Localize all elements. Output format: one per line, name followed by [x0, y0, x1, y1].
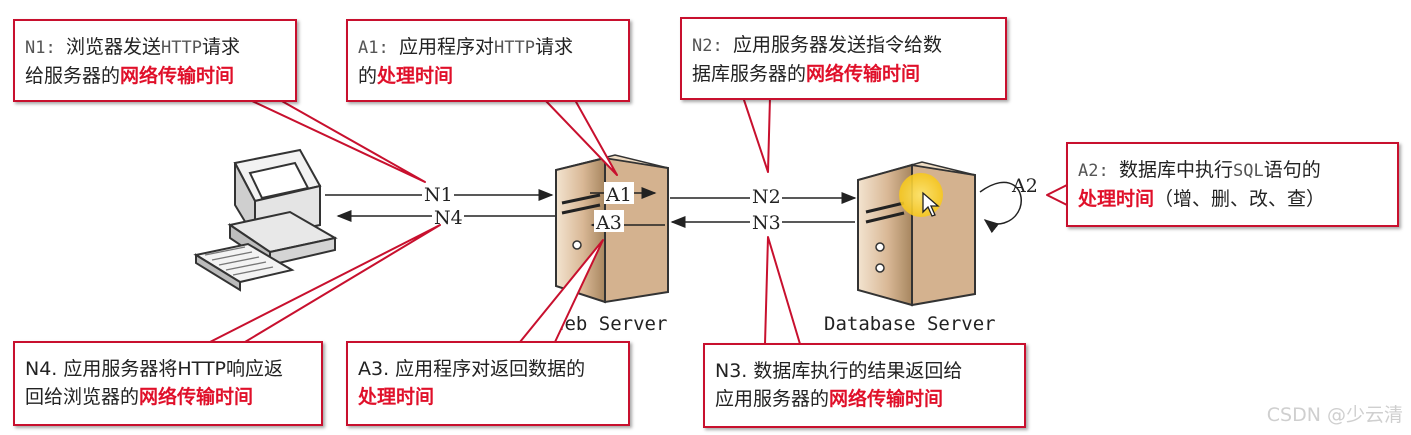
- callout-n3-highlight: 网络传输时间: [829, 388, 944, 410]
- label-n1: N1: [424, 184, 453, 206]
- label-a2: A2: [1011, 175, 1038, 197]
- callout-a1-highlight: 处理时间: [377, 65, 454, 87]
- callout-a1: A1: 应用程序对HTTP请求 的处理时间: [346, 19, 630, 102]
- label-a1: A1: [605, 184, 632, 206]
- callout-a1-code: A1: [358, 38, 379, 58]
- callout-n2-code: N2: [692, 36, 713, 56]
- client-computer-icon: [193, 148, 338, 292]
- callout-a2-code: A2: [1078, 161, 1099, 181]
- label-n3: N3: [752, 212, 781, 234]
- callout-a2: A2: 数据库中执行SQL语句的 处理时间（增、删、改、查）: [1066, 142, 1399, 227]
- arrow-a2: [979, 181, 1022, 234]
- watermark: CSDN @少云清: [1266, 404, 1403, 426]
- callout-a3-highlight: 处理时间: [358, 386, 435, 408]
- callout-n4: N4. 应用服务器将HTTP响应返 回给浏览器的网络传输时间: [13, 341, 323, 426]
- callout-a2-highlight: 处理时间: [1078, 188, 1155, 210]
- label-a3: A3: [595, 212, 622, 234]
- web-server-label: Web Server: [553, 313, 667, 335]
- callout-n2-highlight: 网络传输时间: [806, 63, 921, 85]
- label-n4: N4: [434, 207, 463, 229]
- callout-a3: A3. 应用程序对返回数据的 处理时间: [346, 341, 630, 426]
- callout-n4-highlight: 网络传输时间: [139, 386, 254, 408]
- callout-n1: N1: 浏览器发送HTTP请求 给服务器的网络传输时间: [13, 19, 297, 102]
- callout-n1-code: N1: [25, 38, 46, 58]
- callout-n3: N3. 数据库执行的结果返回给 应用服务器的网络传输时间: [703, 343, 1026, 428]
- callout-n1-highlight: 网络传输时间: [120, 65, 235, 87]
- callout-pointers: [209, 96, 1068, 345]
- database-server-label: Database Server: [824, 313, 996, 335]
- callout-n2: N2: 应用服务器发送指令给数 据库服务器的网络传输时间: [680, 17, 1007, 100]
- label-n2: N2: [752, 186, 781, 208]
- mouse-cursor-icon: [899, 173, 943, 217]
